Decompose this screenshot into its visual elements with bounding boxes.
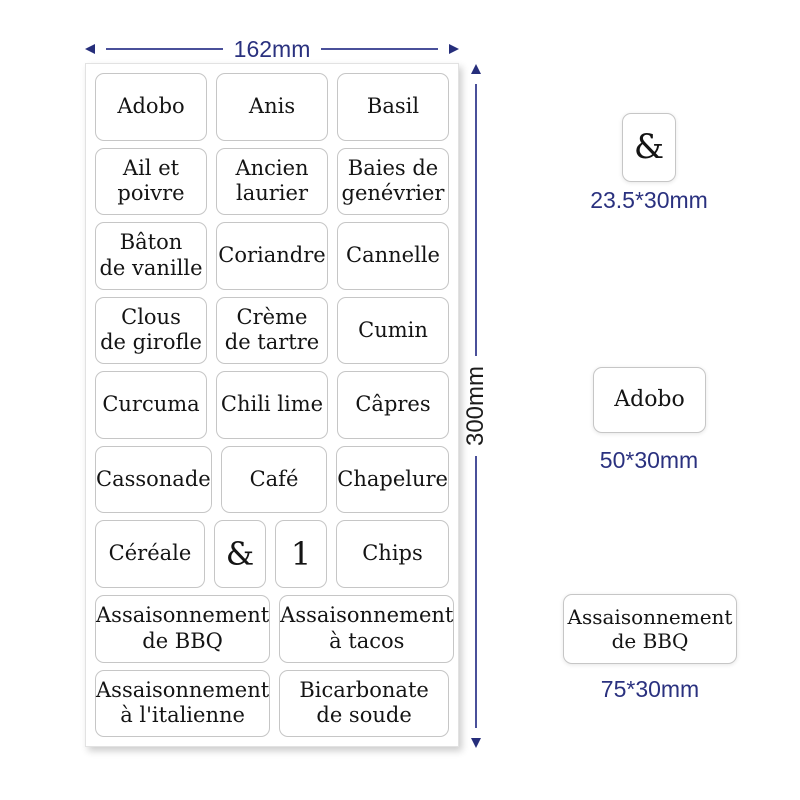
label-cell: Clous de girofle: [95, 296, 207, 365]
height-dimension: 300mm: [462, 64, 489, 748]
arrow-left-icon: [85, 44, 95, 54]
sheet-height-value: 300mm: [462, 365, 489, 447]
label-cell: Chapelure: [336, 445, 449, 514]
sheet-row: Assaisonnement de BBQ Assaisonnement à t…: [95, 594, 455, 663]
label-cell: &: [214, 520, 266, 588]
size-caption-small: 23.5*30mm: [590, 187, 708, 213]
sheet-row: Cassonade Café Chapelure: [95, 445, 449, 514]
sheet-row: Bâton de vanille Coriandre Cannelle: [95, 222, 449, 290]
label-cell: Assaisonnement à tacos: [279, 594, 455, 663]
label-cell: Bicarbonate de soude: [279, 669, 449, 738]
label-cell: Ail et poivre: [95, 147, 207, 216]
label-cell: Câpres: [337, 371, 449, 439]
label-cell: Coriandre: [216, 222, 328, 290]
sheet-row: Clous de girofle Crème de tartre Cumin: [95, 296, 449, 365]
dimension-line: [475, 84, 477, 356]
sheet-width-value: 162mm: [233, 35, 311, 62]
label-cell: Café: [220, 445, 328, 514]
width-dimension: 162mm: [85, 35, 460, 62]
label-sheet: Adobo Anis Basil Ail et poivre Ancien la…: [85, 63, 459, 747]
arrow-right-icon: [449, 44, 460, 54]
sheet-row: Adobo Anis Basil: [95, 73, 449, 141]
size-sample-medium: Adobo: [593, 367, 706, 433]
label-cell: Cannelle: [337, 222, 449, 290]
label-cell: Basil: [337, 73, 449, 141]
arrow-up-icon: [471, 64, 481, 74]
label-cell: Céréale: [95, 520, 205, 588]
label-cell: Adobo: [95, 73, 207, 141]
label-cell: Curcuma: [95, 371, 207, 439]
dimension-line: [321, 48, 439, 50]
label-cell: Anis: [216, 73, 328, 141]
size-caption-medium: 50*30mm: [599, 447, 699, 473]
sheet-row: Céréale & 1 Chips: [95, 520, 449, 588]
sheet-row: Ail et poivre Ancien laurier Baies de ge…: [95, 147, 449, 216]
sheet-row: Curcuma Chili lime Câpres: [95, 371, 449, 439]
label-cell: Cassonade: [95, 445, 212, 514]
size-caption-large: 75*30mm: [600, 676, 700, 702]
label-cell: Assaisonnement de BBQ: [95, 594, 271, 663]
label-cell: Chili lime: [216, 371, 328, 439]
label-cell: Cumin: [337, 296, 449, 365]
label-cell: Crème de tartre: [216, 296, 328, 365]
label-cell: Baies de genévrier: [337, 147, 449, 216]
size-sample-small: &: [622, 113, 676, 182]
size-sample-large: Assaisonnement de BBQ: [563, 594, 737, 664]
label-cell: Chips: [336, 520, 449, 588]
sheet-row: Assaisonnement à l'italienne Bicarbonate…: [95, 669, 449, 738]
label-cell: Bâton de vanille: [95, 222, 207, 290]
arrow-down-icon: [471, 738, 481, 748]
dimension-line: [106, 48, 223, 50]
label-cell: 1: [275, 520, 327, 588]
label-cell: Ancien laurier: [216, 147, 328, 216]
label-cell: Assaisonnement à l'italienne: [95, 669, 271, 738]
dimension-line: [475, 456, 477, 728]
